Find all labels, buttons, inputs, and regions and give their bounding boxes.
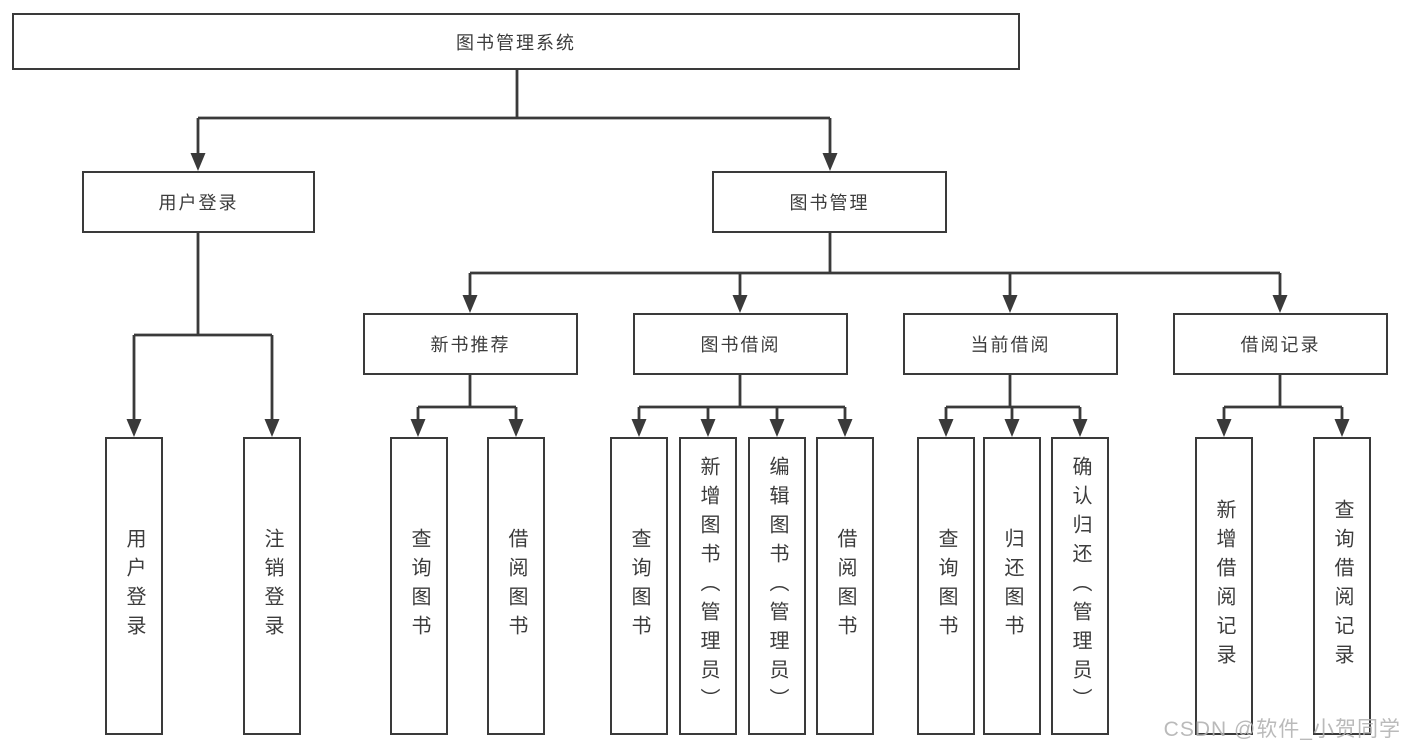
leaf-label: 新增借阅记录 [1213, 499, 1235, 673]
leaf-return-books: 归还图书 [983, 437, 1041, 735]
leaf-query-books-recommendation: 查询图书 [390, 437, 448, 735]
leaf-add-books-admin: 新增图书（管理员） [679, 437, 737, 735]
leaf-query-borrow-record: 查询借阅记录 [1313, 437, 1371, 735]
leaf-label: 查询借阅记录 [1331, 499, 1353, 673]
leaf-label: 查询图书 [628, 528, 650, 644]
leaf-label: 查询图书 [935, 528, 957, 644]
node-new-book-recommendation: 新书推荐 [363, 313, 578, 375]
node-book-management: 图书管理 [712, 171, 947, 233]
node-current-borrowing: 当前借阅 [903, 313, 1118, 375]
leaf-query-books-current: 查询图书 [917, 437, 975, 735]
leaf-borrow-books-recommendation: 借阅图书 [487, 437, 545, 735]
leaf-label: 确认归还（管理员） [1069, 455, 1091, 717]
leaf-label: 借阅图书 [834, 528, 856, 644]
leaf-add-borrow-record: 新增借阅记录 [1195, 437, 1253, 735]
leaf-label: 查询图书 [408, 528, 430, 644]
watermark: CSDN @软件_小贺同学 [1163, 718, 1401, 741]
leaf-label: 归还图书 [1001, 528, 1023, 644]
leaf-label: 借阅图书 [505, 528, 527, 644]
leaf-edit-books-admin: 编辑图书（管理员） [748, 437, 806, 735]
node-user-login: 用户登录 [82, 171, 315, 233]
node-borrowing-records: 借阅记录 [1173, 313, 1388, 375]
leaf-query-books-borrowing: 查询图书 [610, 437, 668, 735]
leaf-logout: 注销登录 [243, 437, 301, 735]
leaf-label: 新增图书（管理员） [697, 455, 719, 717]
leaf-label: 用户登录 [123, 528, 145, 644]
node-book-borrowing: 图书借阅 [633, 313, 848, 375]
leaf-borrow-books: 借阅图书 [816, 437, 874, 735]
leaf-label: 编辑图书（管理员） [766, 455, 788, 717]
leaf-confirm-return-admin: 确认归还（管理员） [1051, 437, 1109, 735]
leaf-label: 注销登录 [261, 528, 283, 644]
leaf-user-login: 用户登录 [105, 437, 163, 735]
node-library-management-system: 图书管理系统 [12, 13, 1020, 70]
